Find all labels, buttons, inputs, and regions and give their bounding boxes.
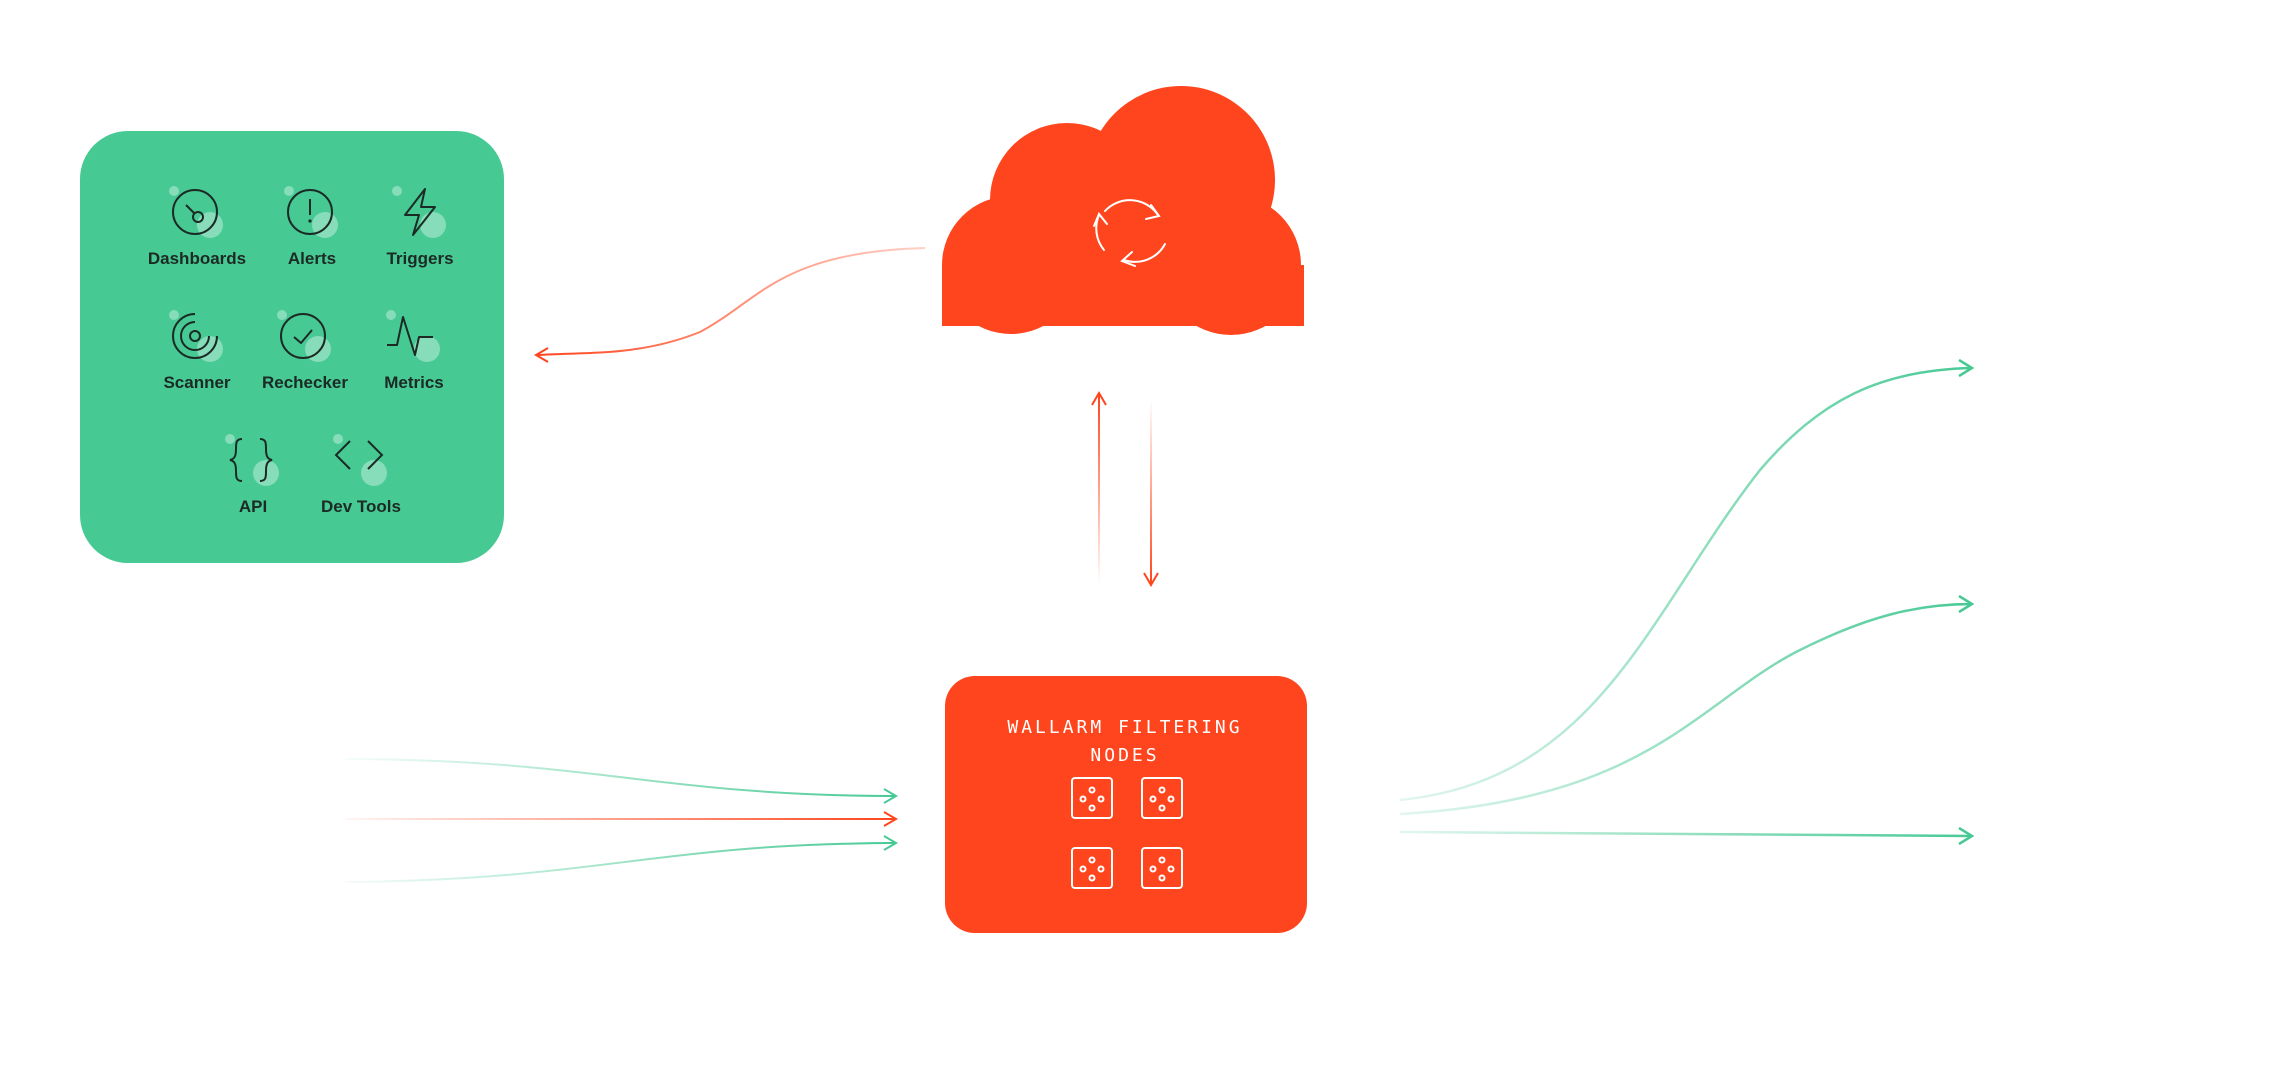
tool-dashboards[interactable]: Dashboards <box>132 185 262 285</box>
wallarm-console-panel: Dashboards Alerts Triggers Scanner <box>80 131 504 563</box>
dice-node-icon <box>1141 777 1183 819</box>
filtering-nodes-title-line2: NODES <box>1090 745 1160 766</box>
dashboard-gauge-icon <box>169 186 223 238</box>
cloud-to-console-arrow <box>537 247 926 356</box>
metrics-pulse-icon <box>386 310 440 362</box>
tool-label-triggers: Triggers <box>386 249 454 268</box>
filtering-nodes-box <box>945 676 1307 933</box>
incoming-traffic-arrowhead-1 <box>883 788 898 804</box>
code-brackets-icon <box>333 434 387 486</box>
tool-scanner[interactable]: Scanner <box>132 309 262 409</box>
tool-label-dev-tools: Dev Tools <box>321 497 401 516</box>
filtering-nodes-title-line1: WALLARM FILTERING <box>1007 717 1243 738</box>
tool-api[interactable]: API <box>188 433 318 533</box>
tool-rechecker[interactable]: Rechecker <box>240 309 370 409</box>
dice-node-icon <box>1071 777 1113 819</box>
outgoing-traffic-arrow-3 <box>1399 830 1973 838</box>
outgoing-traffic-arrowhead-2 <box>1958 594 1975 614</box>
outgoing-traffic-arrowhead-3 <box>1958 826 1975 846</box>
outgoing-traffic-arrowhead-1 <box>1958 358 1975 378</box>
tool-label-metrics: Metrics <box>384 373 444 392</box>
outgoing-traffic-arrow-2 <box>1399 602 1973 816</box>
dice-node-icon <box>1141 847 1183 889</box>
wallarm-cloud <box>942 86 1304 335</box>
cloud-to-nodes-arrowhead <box>1143 572 1159 587</box>
alert-clock-icon <box>284 186 338 238</box>
scanner-target-icon <box>169 310 223 362</box>
tool-label-rechecker: Rechecker <box>261 373 348 392</box>
tool-label-api: API <box>238 497 268 516</box>
incoming-malicious-arrowhead <box>883 811 898 827</box>
cloud-to-console-arrowhead <box>534 347 549 363</box>
incoming-traffic-arrow-1 <box>344 758 896 797</box>
lightning-bolt-icon <box>392 186 446 238</box>
filtering-nodes-title: WALLARM FILTERING NODES <box>945 714 1305 770</box>
tool-label-dashboards: Dashboards <box>147 249 247 268</box>
tool-label-scanner: Scanner <box>163 373 231 392</box>
incoming-traffic-arrowhead-2 <box>883 835 898 851</box>
incoming-traffic-arrow-2 <box>344 842 896 883</box>
tool-label-alerts: Alerts <box>287 249 337 268</box>
nodes-to-cloud-arrowhead <box>1091 391 1107 406</box>
tool-metrics[interactable]: Metrics <box>349 309 479 409</box>
check-circle-icon <box>277 310 331 362</box>
dice-node-icon <box>1071 847 1113 889</box>
tool-dev-tools[interactable]: Dev Tools <box>296 433 426 533</box>
tool-triggers[interactable]: Triggers <box>355 185 485 285</box>
filtering-node-units <box>1071 777 1183 889</box>
refresh-cycle-icon <box>1093 199 1166 267</box>
outgoing-traffic-arrow-1 <box>1399 366 1973 802</box>
tool-alerts[interactable]: Alerts <box>247 185 377 285</box>
curly-braces-icon <box>225 434 279 486</box>
